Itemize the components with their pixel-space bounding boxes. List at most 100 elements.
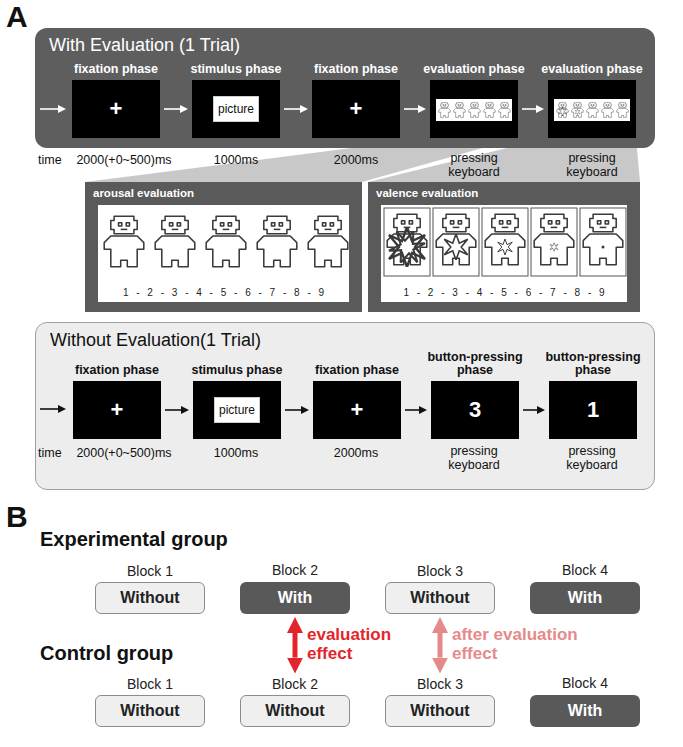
phase-label: Block 2: [225, 677, 365, 692]
figure-frame: [384, 208, 430, 276]
screen-content: +: [73, 397, 161, 423]
group-label: Experimental group: [40, 528, 228, 551]
phase-label: stimulus phase: [176, 63, 296, 77]
screen-content: With: [530, 702, 640, 720]
flow-arrow: [404, 108, 418, 110]
flow-arrow: [522, 108, 536, 110]
screen-frame: stimulus phasepicture: [192, 80, 280, 138]
sam-figure: [257, 216, 297, 267]
arousal-figures: [104, 216, 348, 267]
phase-label: stimulus phase: [177, 364, 297, 378]
block-box: Block 2With: [240, 582, 350, 614]
sam-figure: [104, 216, 144, 267]
trial-panel: With Evaluation (1 Trial)fixation phase+…: [35, 28, 655, 148]
time-label: 1000ms: [196, 153, 276, 167]
thumbnail-strip: [554, 99, 630, 121]
screen-content: Without: [386, 702, 494, 720]
panel-title: Without Evaluation(1 Trial): [50, 330, 261, 351]
sam-figure: [206, 216, 246, 267]
panel-letter: B: [6, 500, 28, 534]
time-label: 1000ms: [196, 446, 276, 460]
block-box: Block 1Without: [95, 582, 205, 614]
screen-content: picture: [214, 102, 258, 116]
screen-content: With: [240, 589, 350, 607]
scale-title: arousal evaluation: [93, 187, 194, 199]
lead-arrow: [40, 408, 58, 410]
flow-arrow: [164, 108, 180, 110]
sam-figure: [155, 216, 195, 267]
time-label: pressing keyboard: [439, 444, 509, 472]
picture-box: picture: [213, 96, 259, 122]
phase-label: button-pressing phase: [533, 351, 653, 379]
screen-frame: evaluation phase: [548, 80, 636, 138]
phase-label: evaluation phase: [532, 63, 652, 77]
phase-label: Block 4: [514, 563, 656, 578]
picture-box: picture: [214, 397, 260, 423]
figure-frame: [433, 208, 479, 276]
trial-panel: Without Evaluation(1 Trial) fixation phas…: [35, 322, 655, 490]
phase-label: Block 3: [370, 564, 510, 579]
time-label: 2000(+0~500)ms: [69, 446, 179, 460]
flow-arrow: [165, 409, 181, 411]
figure-frame: [580, 208, 626, 276]
phase-label: Block 4: [514, 676, 656, 691]
time-label: time: [38, 153, 62, 167]
block-box: Block 4With: [530, 582, 640, 614]
figure-frame: [531, 208, 577, 276]
block-box: Block 4With: [530, 695, 640, 727]
screen-content: Without: [241, 702, 349, 720]
burst-mark: [498, 239, 512, 255]
rating-scale-panel: valence evaluation1 - 2 - 3 - 4 - 5 - 6 …: [368, 182, 640, 312]
sam-figure: [469, 103, 481, 118]
sam-figure: [484, 103, 496, 118]
time-label: pressing keyboard: [439, 151, 509, 179]
phase-label: fixation phase: [297, 364, 417, 378]
screen-frame: button-pressing phase3: [431, 381, 519, 439]
sam-figure: [557, 103, 569, 118]
sam-figure: [436, 214, 476, 265]
valence-figures: [384, 208, 626, 276]
screen-frame: fixation phase+: [72, 80, 160, 138]
sam-figure: [499, 103, 511, 118]
phase-label: fixation phase: [56, 63, 176, 77]
screen-frame: stimulus phasepicture: [193, 381, 281, 439]
sam-figure: [602, 103, 614, 118]
screen-content: Without: [96, 702, 204, 720]
scale-numbers: 1 - 2 - 3 - 4 - 5 - 6 - 7 - 8 - 9: [98, 287, 349, 298]
screen-content: 3: [431, 397, 519, 423]
sam-figure: [439, 103, 451, 118]
phase-label: fixation phase: [57, 364, 177, 378]
burst-mark: [386, 226, 427, 269]
phase-label: Block 2: [224, 563, 366, 578]
sam-figure: [572, 103, 584, 118]
screen-content: +: [312, 96, 400, 122]
screen-content: picture: [215, 403, 259, 417]
phase-label: Block 1: [80, 564, 220, 579]
phase-label: Block 3: [370, 677, 510, 692]
scale-title: valence evaluation: [376, 187, 478, 199]
phase-label: fixation phase: [296, 63, 416, 77]
effect-label: evaluation effect: [307, 627, 407, 664]
screen-frame: fixation phase+: [73, 381, 161, 439]
valence-thumbnail: [554, 99, 630, 121]
phase-label: button-pressing phase: [415, 351, 535, 379]
sam-figure: [617, 103, 629, 118]
screen-frame: button-pressing phase1: [549, 381, 637, 439]
sam-figure: [534, 214, 574, 265]
rating-scale-panel: arousal evaluation 1 - 2 - 3 - 4 - 5 - 6 …: [85, 182, 362, 312]
screen-frame: evaluation phase: [430, 80, 518, 138]
time-label: time: [38, 446, 62, 460]
flow-arrow: [284, 108, 300, 110]
lead-arrow: [40, 108, 58, 110]
sam-figure: [583, 214, 623, 265]
screen-content: With: [530, 589, 640, 607]
screen-content: 1: [549, 397, 637, 423]
time-label: 2000ms: [316, 446, 396, 460]
arousal-thumbnail: [436, 99, 512, 121]
thumbnail-strip: [436, 99, 512, 121]
screen-content: Without: [386, 589, 494, 607]
burst-mark: [389, 227, 425, 267]
screen-content: +: [72, 96, 160, 122]
group-label: Control group: [40, 642, 173, 665]
